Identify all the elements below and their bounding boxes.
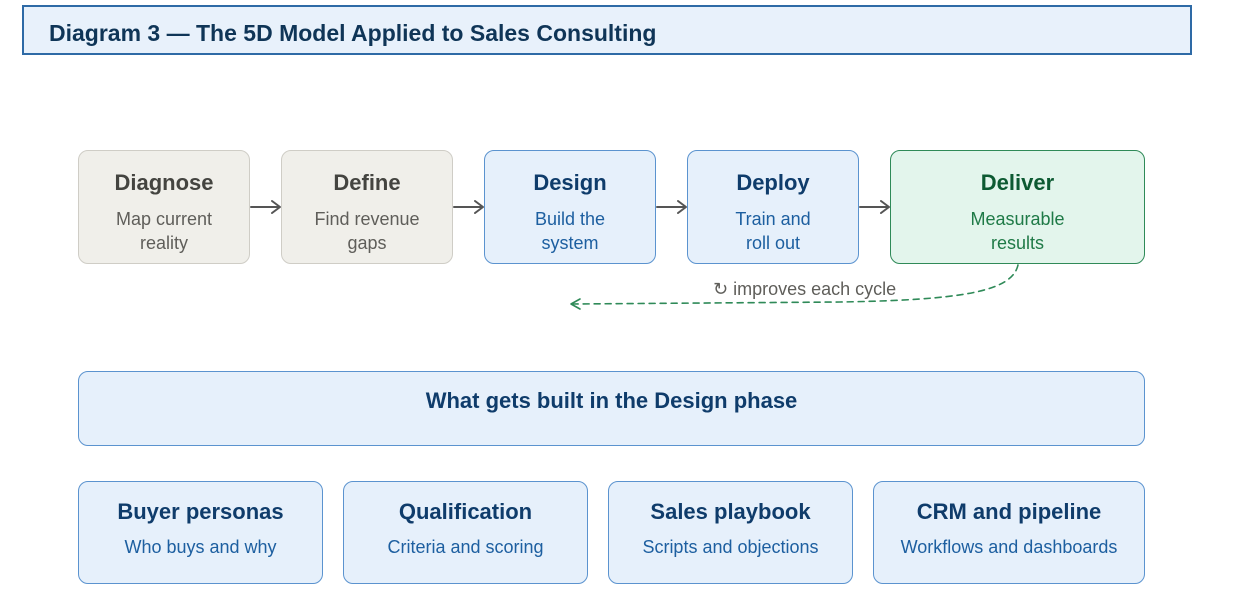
card-qualification: Qualification Criteria and scoring: [343, 481, 588, 584]
card-sales-playbook: Sales playbook Scripts and objections: [608, 481, 853, 584]
card-crm-pipeline: CRM and pipeline Workflows and dashboard…: [873, 481, 1145, 584]
diagram-title: Diagram 3 — The 5D Model Applied to Sale…: [49, 20, 657, 46]
card-subtitle: Who buys and why: [124, 537, 277, 557]
card-subtitle: Scripts and objections: [642, 537, 819, 557]
card-buyer-personas: Buyer personas Who buys and why: [78, 481, 323, 584]
arrow-define-to-design: [453, 200, 484, 214]
card-title: CRM and pipeline: [916, 499, 1102, 524]
cycle-label: ↻ improves each cycle: [713, 279, 897, 299]
card-title: Buyer personas: [117, 499, 284, 524]
design-phase-banner: What gets built in the Design phase: [78, 371, 1145, 446]
arrow-deploy-to-deliver: [859, 200, 890, 214]
card-title: Qualification: [398, 499, 533, 524]
design-phase-heading: What gets built in the Design phase: [425, 388, 798, 413]
step-deliver-title: Deliver: [980, 170, 1055, 195]
card-title: Sales playbook: [650, 499, 811, 524]
step-deploy-title: Deploy: [736, 170, 810, 195]
card-subtitle: Criteria and scoring: [387, 537, 544, 557]
arrow-diagnose-to-define: [250, 200, 281, 214]
diagram-title-bar: Diagram 3 — The 5D Model Applied to Sale…: [22, 5, 1192, 55]
card-subtitle: Workflows and dashboards: [900, 537, 1118, 557]
step-define-title: Define: [333, 170, 401, 195]
feedback-loop-arrow: [570, 264, 1019, 310]
step-diagnose-title: Diagnose: [114, 170, 214, 195]
arrow-design-to-deploy: [656, 200, 687, 214]
step-design-title: Design: [533, 170, 607, 195]
